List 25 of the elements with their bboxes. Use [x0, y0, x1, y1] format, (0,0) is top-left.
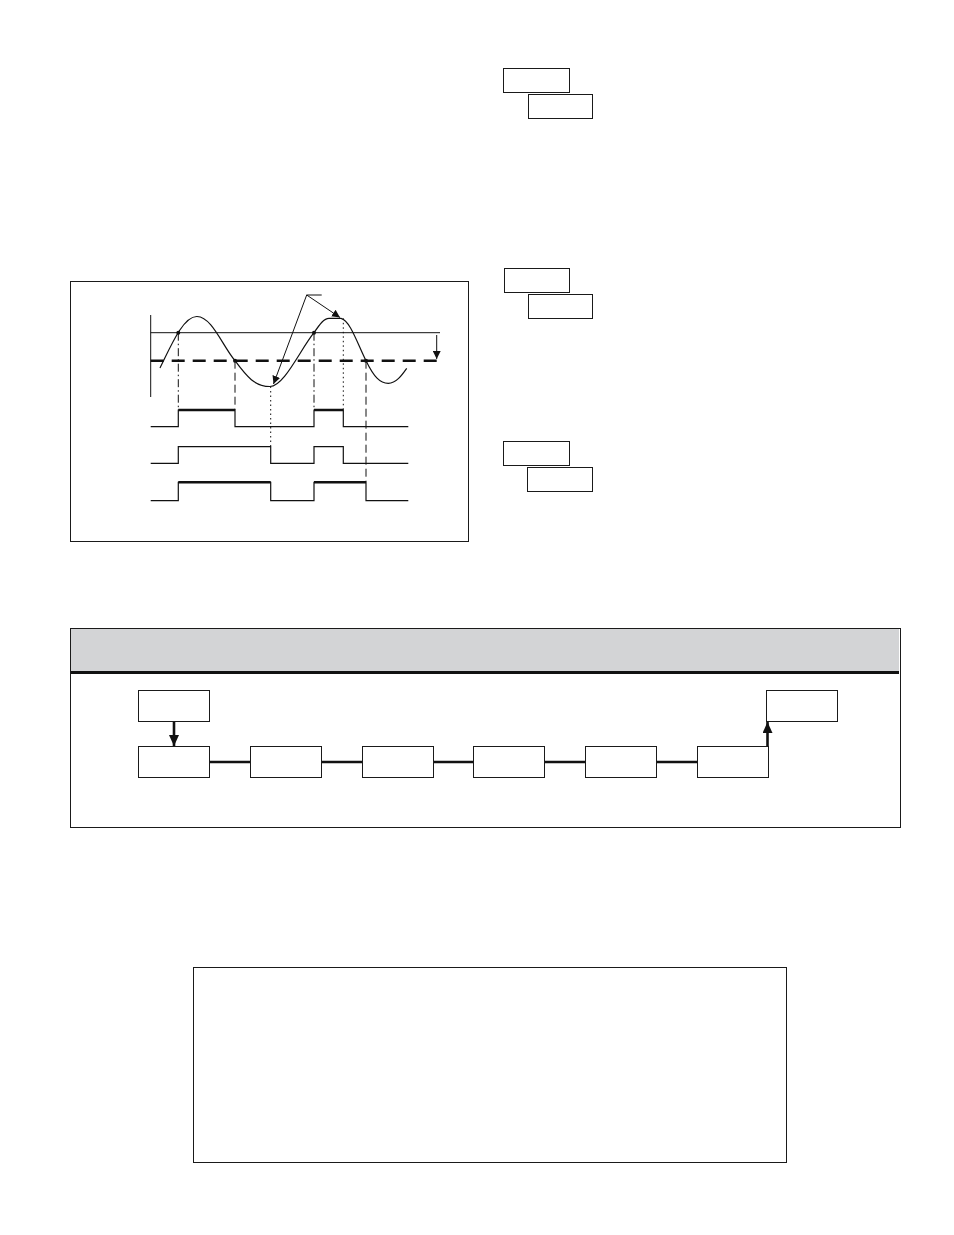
empty-frame: [193, 967, 787, 1163]
empty-box: [503, 68, 570, 93]
empty-box: [528, 94, 593, 119]
process-box: [249, 745, 322, 778]
connector-line: [657, 760, 697, 764]
arrow: [169, 722, 179, 746]
empty-box: [503, 441, 570, 466]
header-band: [71, 629, 899, 674]
empty-box: [528, 294, 593, 319]
figure-frame: [70, 281, 469, 542]
panel-frame: [70, 628, 901, 828]
process-box: [137, 745, 210, 778]
process-box: [584, 745, 657, 778]
process-box: [765, 689, 838, 722]
process-box: [137, 689, 210, 722]
arrow: [762, 722, 773, 746]
connector-line: [434, 760, 473, 764]
process-box: [696, 745, 769, 778]
empty-box: [504, 268, 570, 293]
process-box: [361, 745, 434, 778]
process-box: [472, 745, 545, 778]
empty-box: [527, 467, 593, 492]
connector-line: [545, 760, 585, 764]
connector-line: [322, 760, 362, 764]
connector-line: [210, 760, 250, 764]
